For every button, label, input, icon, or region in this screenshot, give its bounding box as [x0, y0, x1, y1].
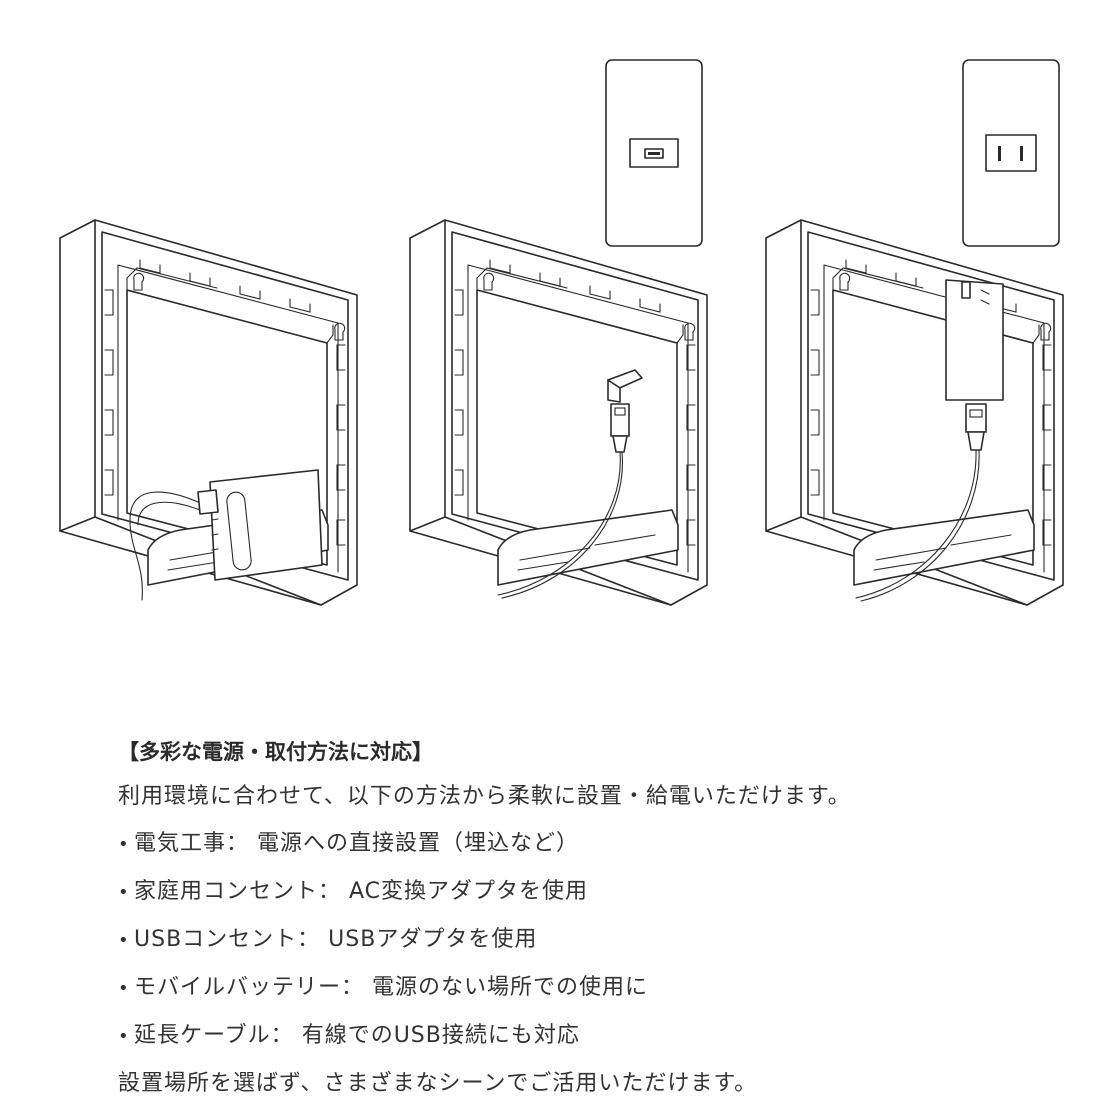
bullet: • [118, 1026, 130, 1047]
list-item: •家庭用コンセント： AC変換アダプタを使用 [118, 868, 1078, 916]
bullet: • [118, 978, 130, 999]
method-detail: USBアダプタを使用 [328, 927, 538, 952]
bullet: • [118, 882, 130, 903]
closing-text: 設置場所を選ばず、さまざまなシーンでご活用いただけます。 [118, 1071, 758, 1096]
illustrations [59, 59, 1064, 606]
ac-outlet-icon [962, 59, 1060, 247]
section-heading: 【多彩な電源・取付方法に対応】 [118, 740, 433, 764]
usb-outlet-icon [605, 59, 703, 247]
method-detail: AC変換アダプタを使用 [349, 879, 589, 904]
method-detail: 有線でのUSB接続にも対応 [301, 1023, 580, 1048]
list-item: •電気工事： 電源への直接設置（埋込など） [118, 820, 1078, 868]
mobile-battery-icon [129, 469, 323, 601]
bullet: • [118, 834, 130, 855]
usb-cable-icon [497, 369, 643, 599]
ac-adapter-icon [855, 279, 1004, 602]
frame-ac [765, 219, 1064, 606]
intro-text: 利用環境に合わせて、以下の方法から柔軟に設置・給電いただけます。 [118, 784, 851, 809]
method-label: 家庭用コンセント： [134, 879, 342, 904]
method-detail: 電源のない場所での使用に [372, 975, 649, 1000]
bullet: • [118, 930, 130, 951]
method-label: モバイルバッテリー： [134, 975, 365, 1000]
description: 【多彩な電源・取付方法に対応】 利用環境に合わせて、以下の方法から柔軟に設置・給… [118, 733, 1078, 1107]
method-detail: 電源への直接設置（埋込など） [257, 831, 580, 856]
method-label: 電気工事： [134, 831, 250, 856]
method-label: USBコンセント： [134, 927, 321, 952]
power-methods-list: •電気工事： 電源への直接設置（埋込など） •家庭用コンセント： AC変換アダプ… [118, 820, 1078, 1060]
frame-battery [59, 219, 358, 606]
method-label: 延長ケーブル： [134, 1023, 294, 1048]
list-item: •延長ケーブル： 有線でのUSB接続にも対応 [118, 1012, 1078, 1060]
frame-usb [409, 219, 708, 606]
list-item: •モバイルバッテリー： 電源のない場所での使用に [118, 964, 1078, 1012]
list-item: •USBコンセント： USBアダプタを使用 [118, 916, 1078, 964]
